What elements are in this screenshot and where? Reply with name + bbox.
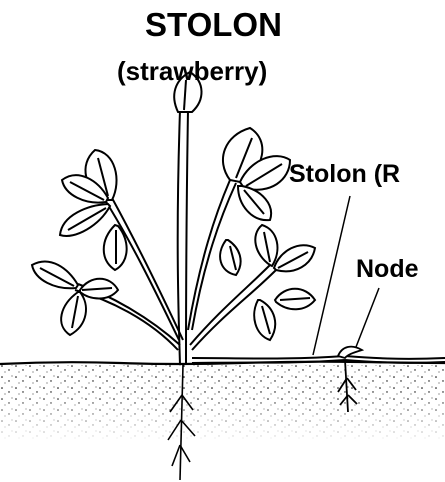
node-leader-line xyxy=(356,288,379,347)
stolon-runner xyxy=(192,356,445,363)
soil xyxy=(0,362,445,445)
stolon-label: Stolon (R xyxy=(289,162,400,187)
stolon-leader-line xyxy=(313,196,350,355)
node-label: Node xyxy=(356,257,419,282)
diagram-subtitle: (strawberry) xyxy=(117,58,267,84)
leaves xyxy=(32,72,315,340)
